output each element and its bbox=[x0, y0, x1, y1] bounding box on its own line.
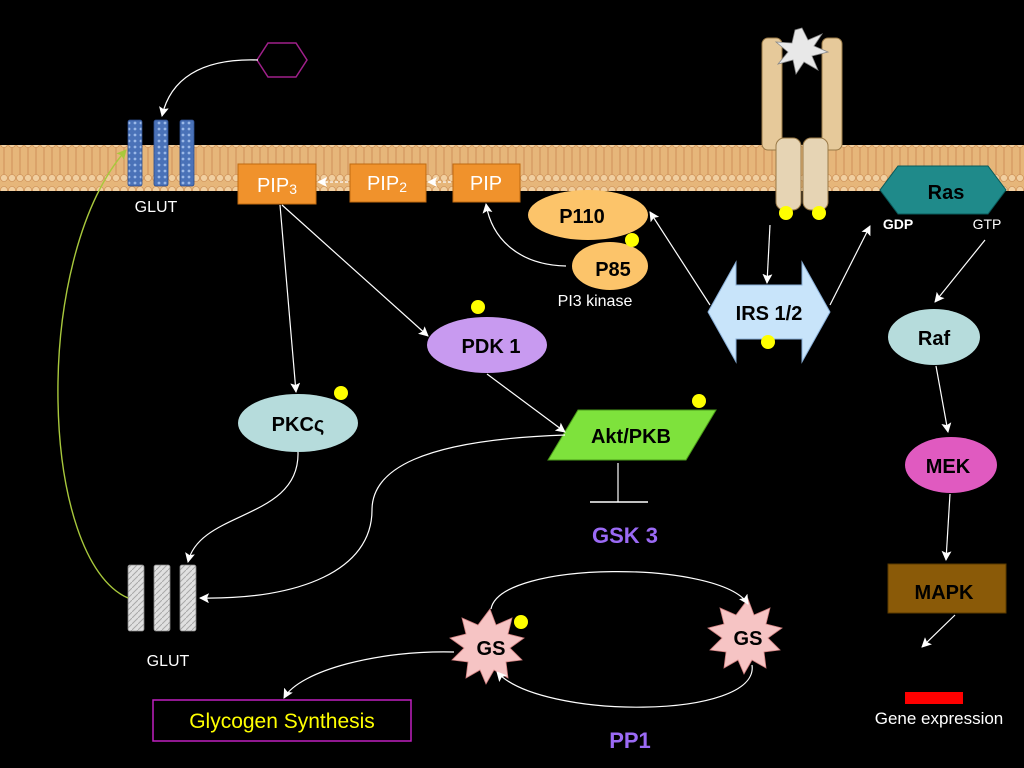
pkc-ellipse bbox=[238, 394, 358, 452]
gdp-label: GDP bbox=[883, 216, 913, 232]
raf-label: Raf bbox=[918, 328, 951, 350]
svg-text:PIP2: PIP2 bbox=[367, 173, 407, 195]
phosphate-dot-icon bbox=[779, 206, 793, 220]
gs-right-star bbox=[707, 598, 783, 675]
pdk1-label: PDK 1 bbox=[462, 336, 521, 358]
raf-ellipse bbox=[888, 309, 980, 365]
pi3-kinase-label: PI3 kinase bbox=[558, 293, 633, 310]
gs-right-label: GS bbox=[734, 628, 763, 650]
pip3-box bbox=[237, 163, 317, 205]
irs-label: IRS 1/2 bbox=[736, 303, 803, 325]
phosphate-dot-icon bbox=[761, 335, 775, 349]
glut-transporter-top bbox=[127, 119, 195, 187]
phosphate-dot-icon bbox=[692, 394, 706, 408]
ras-hexagon bbox=[879, 165, 1007, 215]
pp1-label: PP1 bbox=[609, 728, 651, 753]
glucose-hexagon-icon bbox=[256, 42, 308, 78]
pip2-label: PIP bbox=[367, 173, 399, 195]
pip-box bbox=[452, 163, 521, 203]
insulin-ligand-icon bbox=[774, 27, 830, 76]
phosphate-dot-icon bbox=[625, 233, 639, 247]
phosphate-dot-icon bbox=[514, 615, 528, 629]
akt-parallelogram bbox=[547, 409, 717, 461]
svg-text:PIP3: PIP3 bbox=[257, 175, 297, 197]
gs-left-label: GS bbox=[477, 638, 506, 660]
glycogen-synthesis-label: Glycogen Synthesis bbox=[189, 710, 375, 733]
akt-label: Akt/PKB bbox=[591, 426, 671, 448]
glut-transporter-bottom bbox=[127, 564, 197, 632]
phosphate-dot-icon bbox=[471, 300, 485, 314]
pip3-subscript: 3 bbox=[289, 181, 297, 197]
mek-ellipse bbox=[905, 437, 997, 493]
pkc-label: PKCς bbox=[272, 414, 325, 436]
irs-shape bbox=[707, 260, 831, 364]
pip2-subscript: 2 bbox=[399, 179, 407, 195]
phosphate-dot-icon bbox=[334, 386, 348, 400]
ras-label: Ras bbox=[928, 182, 965, 204]
gene-expression-label: Gene expression bbox=[875, 709, 1004, 728]
mapk-box bbox=[887, 563, 1007, 614]
phosphate-dot-icon bbox=[812, 206, 826, 220]
mek-label: MEK bbox=[926, 456, 971, 478]
p110-ellipse bbox=[528, 190, 648, 240]
mapk-label: MAPK bbox=[915, 582, 974, 604]
glut-translocation-arrow bbox=[57, 149, 129, 599]
gene-bar-icon bbox=[905, 692, 963, 704]
p85-label: P85 bbox=[595, 259, 631, 281]
gtp-label: GTP bbox=[973, 216, 1002, 232]
glut-bottom-label: GLUT bbox=[147, 653, 190, 670]
glycogen-synthesis-box bbox=[152, 699, 412, 742]
pip3-label: PIP bbox=[257, 175, 289, 197]
glut-top-label: GLUT bbox=[135, 199, 178, 216]
p85-ellipse bbox=[572, 242, 648, 290]
pip2-box bbox=[349, 163, 427, 203]
pip-label: PIP bbox=[470, 173, 502, 195]
insulin-receptor bbox=[761, 37, 843, 211]
gsk3-label: GSK 3 bbox=[592, 523, 658, 548]
p110-label: P110 bbox=[559, 206, 605, 228]
pdk1-ellipse bbox=[427, 317, 547, 373]
gs-left-star bbox=[449, 608, 525, 685]
